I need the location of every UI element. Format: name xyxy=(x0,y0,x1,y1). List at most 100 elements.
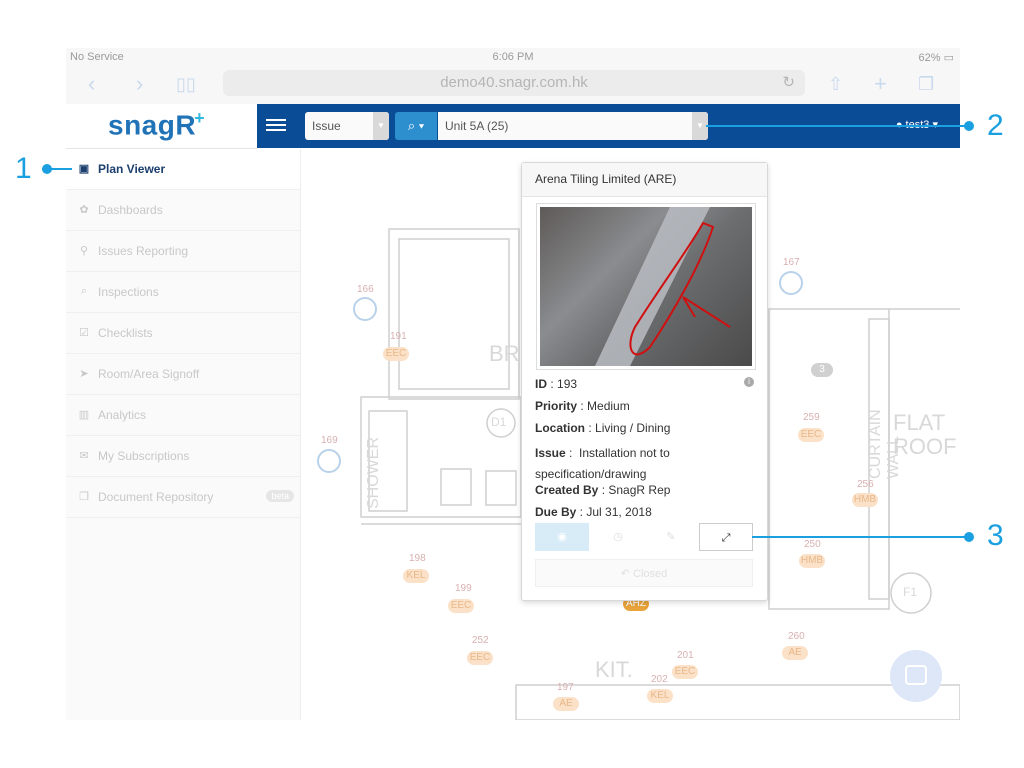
unit-select-value: Unit 5A (25) xyxy=(445,119,509,133)
reload-icon[interactable]: ↻ xyxy=(782,74,795,91)
checkbox-icon: ☑ xyxy=(79,327,89,339)
info-icon[interactable]: i xyxy=(744,377,754,387)
issue-pin[interactable]: HMB xyxy=(799,554,825,568)
count-marker[interactable]: 3 xyxy=(811,363,833,377)
issue-pin[interactable]: EEC xyxy=(448,599,474,613)
target-label: 166 xyxy=(357,284,374,295)
plan-label-br: BR xyxy=(489,341,520,366)
sidebar: ▣ Plan Viewer ✿ Dashboards ⚲ Issues Repo… xyxy=(66,149,301,720)
bookmarks-icon[interactable]: ▯▯ xyxy=(176,74,196,94)
sidebar-item-inspections[interactable]: ⌕ Inspections xyxy=(66,272,300,313)
camera-button[interactable]: ◉ xyxy=(535,523,589,551)
callout-2-dot xyxy=(964,121,974,131)
pin-number: 201 xyxy=(677,650,694,661)
envelope-icon: ✉ xyxy=(79,450,89,462)
sidebar-item-checklists[interactable]: ☑ Checklists xyxy=(66,313,300,354)
type-select[interactable]: Issue ▼ xyxy=(305,112,389,140)
sidebar-item-room-area-signoff[interactable]: ➤ Room/Area Signoff xyxy=(66,354,300,395)
expand-icon: ⤢ xyxy=(721,532,731,544)
browser-toolbar: ‹ › ▯▯ demo40.snagr.com.hk ↻ ⇧ + ❐ xyxy=(66,66,960,104)
type-select-value: Issue xyxy=(312,119,341,133)
issue-pin[interactable]: EEC xyxy=(798,428,824,442)
menu-icon[interactable] xyxy=(266,116,286,134)
issue-pin[interactable]: EEC xyxy=(383,347,409,361)
chevron-down-icon: ▼ xyxy=(373,112,389,140)
chevron-down-icon: ▼ xyxy=(692,112,708,140)
battery-text: 62% ▭ xyxy=(918,52,954,64)
issue-pin[interactable]: EEC xyxy=(467,651,493,665)
callout-3-dot xyxy=(964,532,974,542)
plan-label-shower: SHOWER xyxy=(365,437,382,509)
sidebar-item-my-subscriptions[interactable]: ✉ My Subscriptions xyxy=(66,436,300,477)
beta-badge: beta xyxy=(266,490,294,502)
callout-2: 2 xyxy=(987,109,1004,142)
issue-photo[interactable] xyxy=(536,203,756,370)
photo-markup xyxy=(595,207,731,366)
plan-label-kit: KIT. xyxy=(595,657,633,682)
pin-number: 202 xyxy=(651,674,668,685)
issue-pin[interactable]: KEL xyxy=(647,689,673,703)
edit-button[interactable]: ✎ xyxy=(644,523,698,551)
issue-pin[interactable]: KEL xyxy=(403,569,429,583)
closed-button[interactable]: ↶ Closed xyxy=(535,559,753,587)
pin-number: 260 xyxy=(788,631,805,642)
expand-button[interactable]: ⤢ xyxy=(699,523,753,551)
target-marker[interactable] xyxy=(353,297,377,321)
app-logo[interactable]: snagR+ xyxy=(108,108,206,141)
issue-pin[interactable]: AE xyxy=(782,646,808,660)
pin-number: 256 xyxy=(857,479,874,490)
issue-pin[interactable]: EEC xyxy=(672,665,698,679)
issue-location: Location : Living / Dining xyxy=(535,421,671,435)
photo-image xyxy=(540,207,752,366)
callout-3: 3 xyxy=(987,519,1004,552)
popup-title: Arena Tiling Limited (ARE) xyxy=(522,163,767,197)
target-marker[interactable] xyxy=(779,271,803,295)
chat-icon xyxy=(905,665,927,685)
pin-number: 250 xyxy=(804,539,821,550)
issue-due-by: Due By : Jul 31, 2018 xyxy=(535,505,652,519)
chat-button[interactable] xyxy=(890,650,942,702)
floor-plan-drawing xyxy=(360,228,960,720)
issue-created-by: Created By : SnagR Rep xyxy=(535,483,671,497)
forward-icon[interactable]: › xyxy=(136,71,144,96)
sidebar-item-plan-viewer[interactable]: ▣ Plan Viewer xyxy=(66,149,300,190)
issue-popup: Arena Tiling Limited (ARE) ID : 193 i Pr… xyxy=(521,162,768,601)
callout-3-line xyxy=(752,536,968,538)
url-text: demo40.snagr.com.hk xyxy=(440,74,588,91)
plan-label-d1: D1 xyxy=(491,415,507,429)
plan-label-f1: F1 xyxy=(903,585,918,599)
camera-icon: ◉ xyxy=(557,531,567,543)
callout-1-dot xyxy=(42,164,52,174)
map-pin-icon: ⚲ xyxy=(79,245,89,257)
sidebar-item-issues-reporting[interactable]: ⚲ Issues Reporting xyxy=(66,231,300,272)
issue-pin[interactable]: AE xyxy=(553,697,579,711)
pencil-icon: ✎ xyxy=(666,531,676,543)
image-icon: ▣ xyxy=(78,163,90,175)
back-icon[interactable]: ‹ xyxy=(88,71,96,96)
callout-1: 1 xyxy=(15,152,32,185)
copy-icon: ❐ xyxy=(79,491,89,503)
plan-label-curtain-wall: CURTAIN WALL xyxy=(867,409,902,479)
unit-select[interactable]: Unit 5A (25) ▼ xyxy=(438,112,708,140)
sidebar-item-document-repository[interactable]: ❐ Document Repository beta xyxy=(66,477,300,518)
plan-label-flat-roof: FLAT ROOF xyxy=(893,410,957,459)
bar-chart-icon: ▥ xyxy=(78,409,90,421)
pin-number: 197 xyxy=(557,682,574,693)
target-label: 169 xyxy=(321,435,338,446)
issue-id: ID : 193 xyxy=(535,377,578,391)
issue-pin[interactable]: HMB xyxy=(852,493,878,507)
share-icon[interactable]: ⇧ xyxy=(828,74,844,94)
sidebar-item-dashboards[interactable]: ✿ Dashboards xyxy=(66,190,300,231)
pin-number: 259 xyxy=(803,412,820,423)
history-button[interactable]: ◷ xyxy=(591,523,645,551)
undo-icon: ↶ xyxy=(620,568,630,580)
sidebar-item-analytics[interactable]: ▥ Analytics xyxy=(66,395,300,436)
search-button[interactable]: ⌕ ▾ xyxy=(395,112,437,140)
tabs-icon[interactable]: ❐ xyxy=(918,74,935,94)
callout-1-line xyxy=(42,168,72,170)
pin-number: 191 xyxy=(390,331,407,342)
target-marker[interactable] xyxy=(317,449,341,473)
status-bar: No Service 6:06 PM 62% ▭ xyxy=(66,48,960,66)
address-bar[interactable]: demo40.snagr.com.hk ↻ xyxy=(223,70,805,96)
new-tab-icon[interactable]: + xyxy=(874,71,887,96)
